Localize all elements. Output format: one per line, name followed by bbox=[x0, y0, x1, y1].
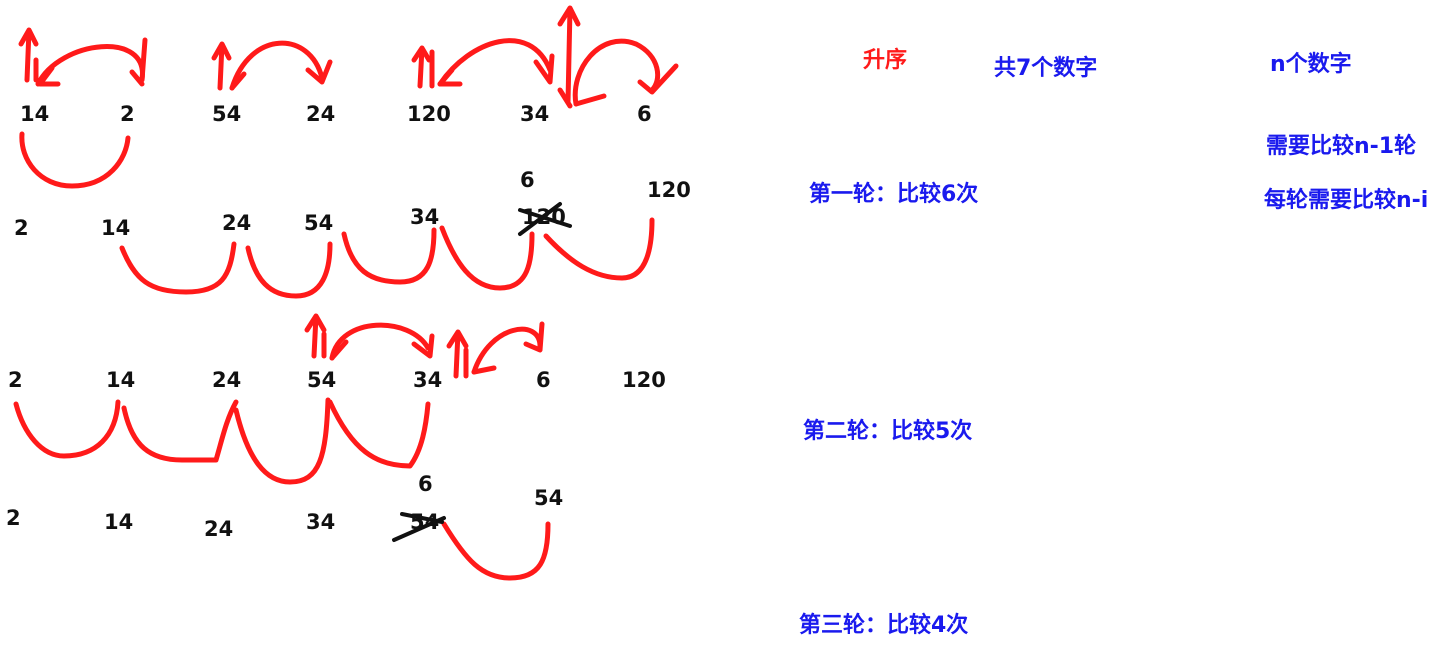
row4-number-4: 34 bbox=[306, 510, 336, 534]
swap-arrow-34-6 bbox=[446, 321, 545, 379]
crossout-mark-row4 bbox=[392, 512, 446, 542]
order-label: 升序 bbox=[863, 48, 908, 73]
row2-number-2: 14 bbox=[101, 216, 131, 240]
row4-number-7: 54 bbox=[534, 486, 564, 510]
compare-arc-row4 bbox=[441, 521, 551, 581]
row1-number-3: 54 bbox=[212, 102, 242, 126]
round1-label: 第一轮：比较6次 bbox=[809, 182, 979, 207]
row1-number-5: 120 bbox=[407, 102, 451, 126]
row2-number-7: 120 bbox=[647, 178, 691, 202]
row2-number-3: 24 bbox=[222, 211, 252, 235]
row1-number-4: 24 bbox=[306, 102, 336, 126]
swap-arrow-34-6 bbox=[557, 5, 679, 109]
round3-label: 第三轮：比较4次 bbox=[799, 613, 969, 638]
swap-arrow-120-34 bbox=[411, 38, 555, 89]
row3-number-3: 24 bbox=[212, 368, 242, 392]
row2-number-5: 34 bbox=[410, 205, 440, 229]
row3-number-4: 54 bbox=[307, 368, 337, 392]
row3-number-1: 2 bbox=[8, 368, 23, 392]
row3-number-5: 34 bbox=[413, 368, 443, 392]
round2-label: 第二轮：比较5次 bbox=[803, 419, 973, 444]
row1-number-2: 2 bbox=[120, 102, 135, 126]
row2-number-6-above: 6 bbox=[520, 168, 535, 192]
crossout-mark-row2 bbox=[518, 202, 572, 236]
compare-arc-row1 bbox=[19, 131, 131, 189]
per-round-label: 每轮需要比较n-i bbox=[1264, 188, 1429, 213]
count-label: 共7个数字 bbox=[994, 56, 1098, 81]
row2-number-crossed: 120 bbox=[522, 205, 566, 229]
row2-number-1: 2 bbox=[14, 216, 29, 240]
row3-number-7: 120 bbox=[622, 368, 666, 392]
row1-number-1: 14 bbox=[20, 102, 50, 126]
row4-number-2: 14 bbox=[104, 510, 134, 534]
row1-number-6: 34 bbox=[520, 102, 550, 126]
swap-arrow-54-34 bbox=[304, 313, 435, 361]
row4-number-1: 2 bbox=[6, 506, 21, 530]
swap-arrow-14-2 bbox=[18, 27, 148, 87]
row2-number-4: 54 bbox=[304, 211, 334, 235]
row3-number-2: 14 bbox=[106, 368, 136, 392]
row1-number-7: 6 bbox=[637, 102, 652, 126]
row4-number-6-above: 6 bbox=[418, 472, 433, 496]
row4-number-crossed: 54 bbox=[410, 510, 440, 534]
compare-arcs-row2 bbox=[119, 217, 655, 299]
row4-number-3: 24 bbox=[204, 517, 234, 541]
rounds-needed-label: 需要比较n-1轮 bbox=[1266, 134, 1417, 159]
n-numbers-label: n个数字 bbox=[1270, 52, 1352, 77]
compare-arcs-row3 bbox=[13, 397, 431, 485]
swap-arrow-54-24 bbox=[211, 40, 333, 91]
row3-number-6: 6 bbox=[536, 368, 551, 392]
